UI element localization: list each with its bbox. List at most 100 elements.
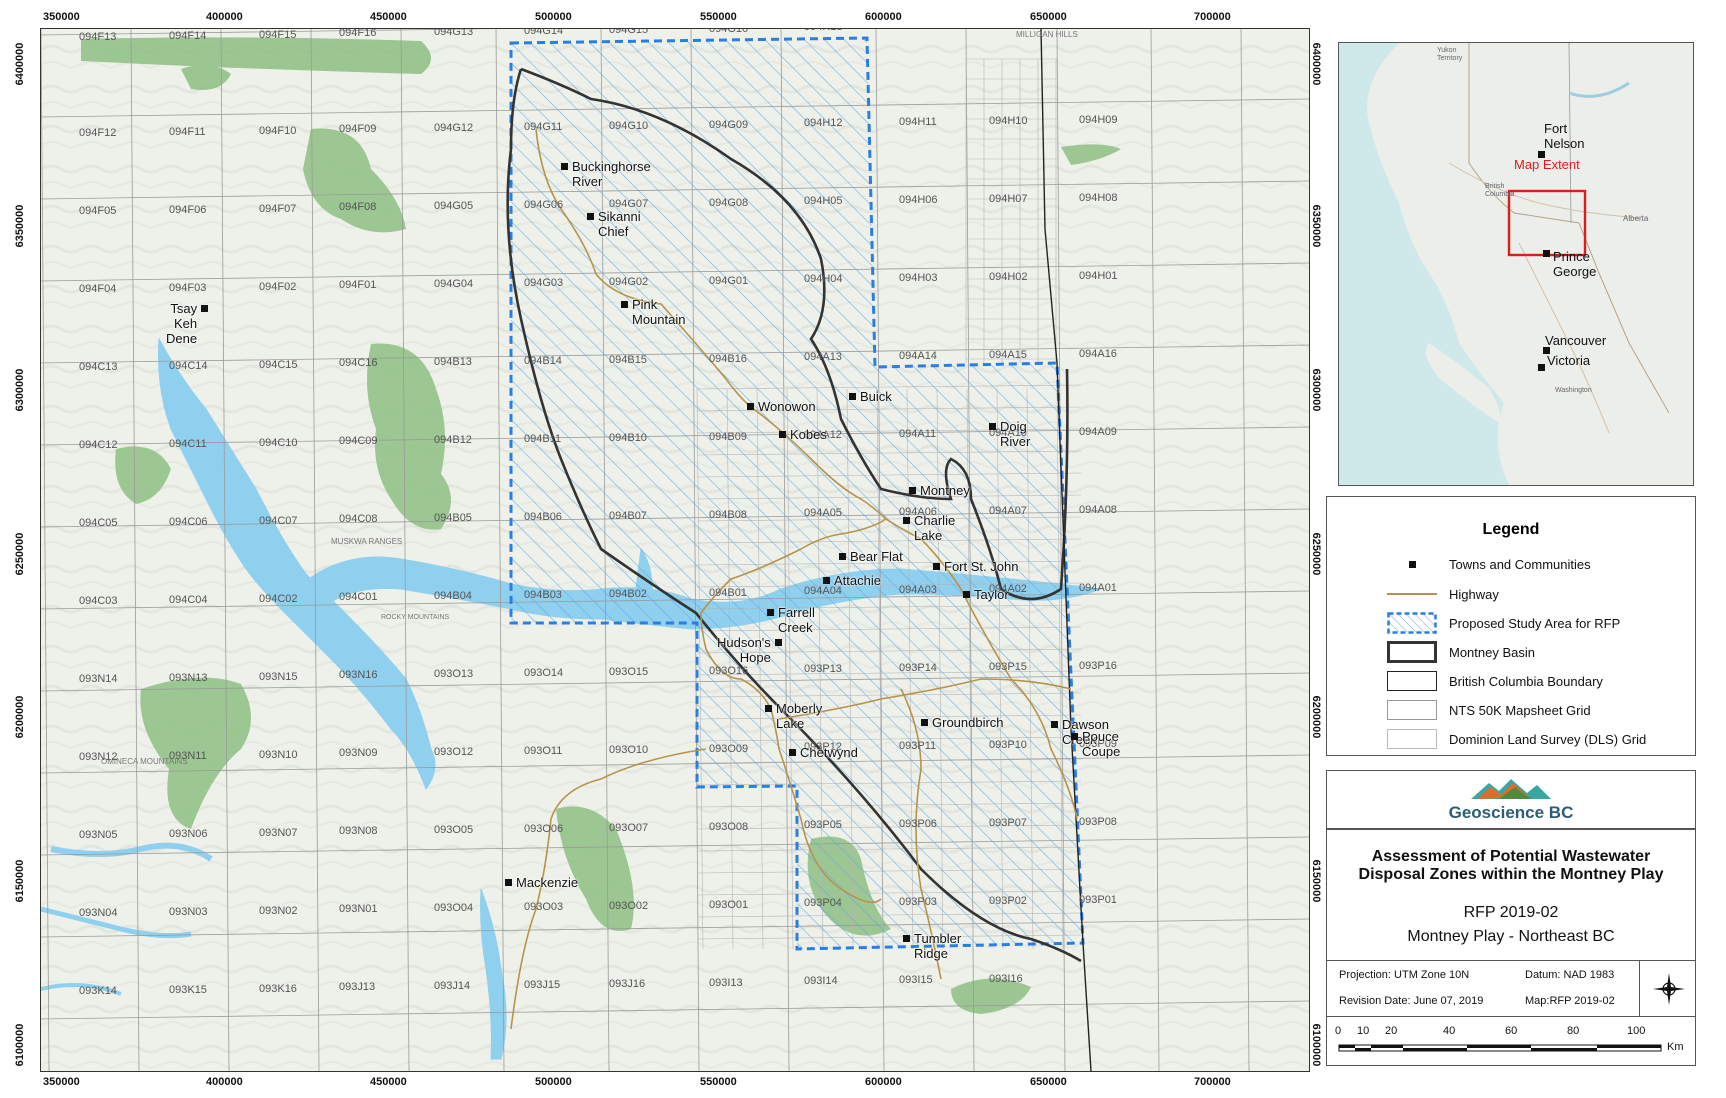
town-label: Doig River — [1000, 419, 1031, 449]
town-square-icon — [849, 393, 856, 400]
legend-title: Legend — [1482, 521, 1540, 538]
sheet-label: 094H16 — [1079, 29, 1118, 30]
sheet-label: 094C01 — [339, 591, 378, 604]
sheet-label: 093K16 — [259, 982, 297, 995]
sheet-label: 094H12 — [804, 117, 843, 130]
town-marker: Bear Flat — [839, 549, 903, 564]
y-tick-label: 6100000 — [14, 1023, 26, 1067]
sheet-label: 094G10 — [609, 119, 649, 132]
sheet-label: 094A05 — [804, 507, 842, 520]
town-label: Tsay Keh Dene — [166, 301, 198, 346]
sheet-label: 094H02 — [989, 271, 1028, 283]
sheet-label: 093N09 — [339, 747, 378, 760]
scale-unit: Km — [1667, 1041, 1684, 1053]
sheet-label: 094B02 — [609, 587, 647, 600]
scale-bar — [1338, 1044, 1662, 1052]
town-marker: Tsay Keh Dene — [166, 301, 209, 346]
town-square-icon — [765, 705, 772, 712]
sheet-label: 094A15 — [989, 349, 1027, 361]
sheet-label: 093P05 — [804, 819, 842, 832]
legend-item: Montney Basin — [1387, 641, 1535, 663]
town-marker: Moberly Lake — [765, 701, 822, 731]
sheet-label: 093K15 — [169, 983, 207, 996]
sheet-label: 093N11 — [169, 749, 207, 762]
town-label: Charlie Lake — [914, 513, 956, 543]
sheet-label: 094A04 — [804, 585, 842, 598]
sheet-label: 094B12 — [434, 434, 472, 447]
y-tick-label: 6150000 — [1310, 859, 1322, 903]
x-tick-label: 550000 — [700, 1076, 737, 1088]
sheet-label: 094C14 — [169, 359, 208, 372]
town-square-icon — [823, 577, 830, 584]
sheet-label: 094B13 — [434, 356, 472, 369]
sheet-label: 093P06 — [899, 818, 937, 831]
mountain-logo-icon — [1471, 779, 1551, 799]
inset-town-victoria: Victoria — [1547, 353, 1591, 368]
inset-town-marker — [1538, 151, 1545, 158]
sheet-label: 093O07 — [609, 821, 649, 834]
map-subtitle: Montney Play - Northeast BC — [1407, 928, 1615, 945]
town-square-icon — [505, 879, 512, 886]
logo-panel: Geoscience BC — [1326, 770, 1696, 829]
sheet-label: 094A11 — [899, 428, 937, 441]
map-canvas: MILLIGAN HILLS MUSKWA RANGES OMINECA MOU… — [41, 29, 1309, 1071]
sheet-label: 094A13 — [804, 351, 842, 364]
sheet-label: 094H10 — [989, 115, 1028, 127]
inset-map[interactable]: Yukon Territory British Columbia Alberta… — [1338, 42, 1694, 486]
sheet-label: 094C02 — [259, 592, 298, 605]
range-label: MUSKWA RANGES — [331, 537, 402, 546]
town-marker: Fort St. John — [933, 559, 1018, 574]
inset-region-label: Alberta — [1623, 214, 1649, 223]
sheet-label: 094B15 — [609, 353, 647, 366]
map-extent-label: Map Extent — [1514, 157, 1580, 172]
datum-text: Datum: NAD 1983 — [1525, 969, 1615, 981]
sheet-label: 093O01 — [709, 898, 749, 911]
sheet-label: 093N02 — [259, 904, 298, 917]
sheet-label: 093P02 — [989, 895, 1027, 907]
scale-tick-label: 0 — [1335, 1025, 1342, 1037]
town-marker: Taylor — [963, 587, 1009, 602]
x-tick-label: 350000 — [43, 1076, 80, 1088]
sheet-label: 093J13 — [339, 981, 376, 994]
x-tick-label: 400000 — [206, 11, 243, 23]
scale-tick-label: 100 — [1627, 1025, 1646, 1037]
town-square-icon — [1408, 560, 1416, 568]
sheet-label: 093P15 — [989, 661, 1027, 673]
town-marker: Sikanni Chief — [587, 209, 641, 239]
sheet-label: 093O14 — [524, 667, 564, 679]
town-marker: Buick — [849, 389, 892, 404]
sheet-label: 094B11 — [524, 433, 562, 445]
sheet-label: 094F04 — [79, 283, 117, 295]
sheet-label: 093O02 — [609, 899, 649, 912]
sheet-label: 094C08 — [339, 513, 378, 526]
town-marker: Charlie Lake — [903, 513, 955, 543]
sheet-label: 094G07 — [609, 197, 649, 210]
sheet-label: 094B10 — [609, 431, 647, 444]
x-tick-label: 450000 — [370, 1076, 407, 1088]
main-map[interactable]: MILLIGAN HILLS MUSKWA RANGES OMINECA MOU… — [40, 28, 1310, 1072]
legend-item: Dominion Land Survey (DLS) Grid — [1387, 728, 1646, 750]
sheet-label: 094F02 — [259, 280, 297, 293]
sheet-label: 094B08 — [709, 508, 747, 521]
town-marker: Pouce Coupe — [1071, 729, 1120, 759]
sheet-label: 094G02 — [609, 275, 649, 288]
sheet-label: 093O15 — [609, 665, 649, 678]
projection-text: Projection: UTM Zone 10N — [1339, 969, 1470, 981]
sheet-label: 094F07 — [259, 202, 297, 215]
sheet-label: 093N13 — [169, 671, 208, 684]
town-label: Moberly Lake — [776, 701, 823, 731]
y-tick-label: 6200000 — [1310, 695, 1322, 739]
town-label: Mackenzie — [516, 875, 579, 890]
map-reference-text: Map:RFP 2019-02 — [1525, 995, 1615, 1007]
town-label: Kobes — [790, 427, 827, 442]
inset-town-marker — [1538, 364, 1545, 371]
sheet-label: 094G15 — [609, 28, 649, 36]
sheet-label: 093I15 — [899, 974, 933, 987]
sheet-label: 094F13 — [79, 31, 117, 43]
x-tick-label: 600000 — [865, 1076, 902, 1088]
logo-text: Geoscience BC — [1448, 803, 1574, 822]
town-square-icon — [789, 749, 796, 756]
sheet-label: 094H15 — [989, 29, 1028, 31]
x-tick-label: 500000 — [535, 1076, 572, 1088]
sheet-label: 093N16 — [339, 669, 378, 682]
